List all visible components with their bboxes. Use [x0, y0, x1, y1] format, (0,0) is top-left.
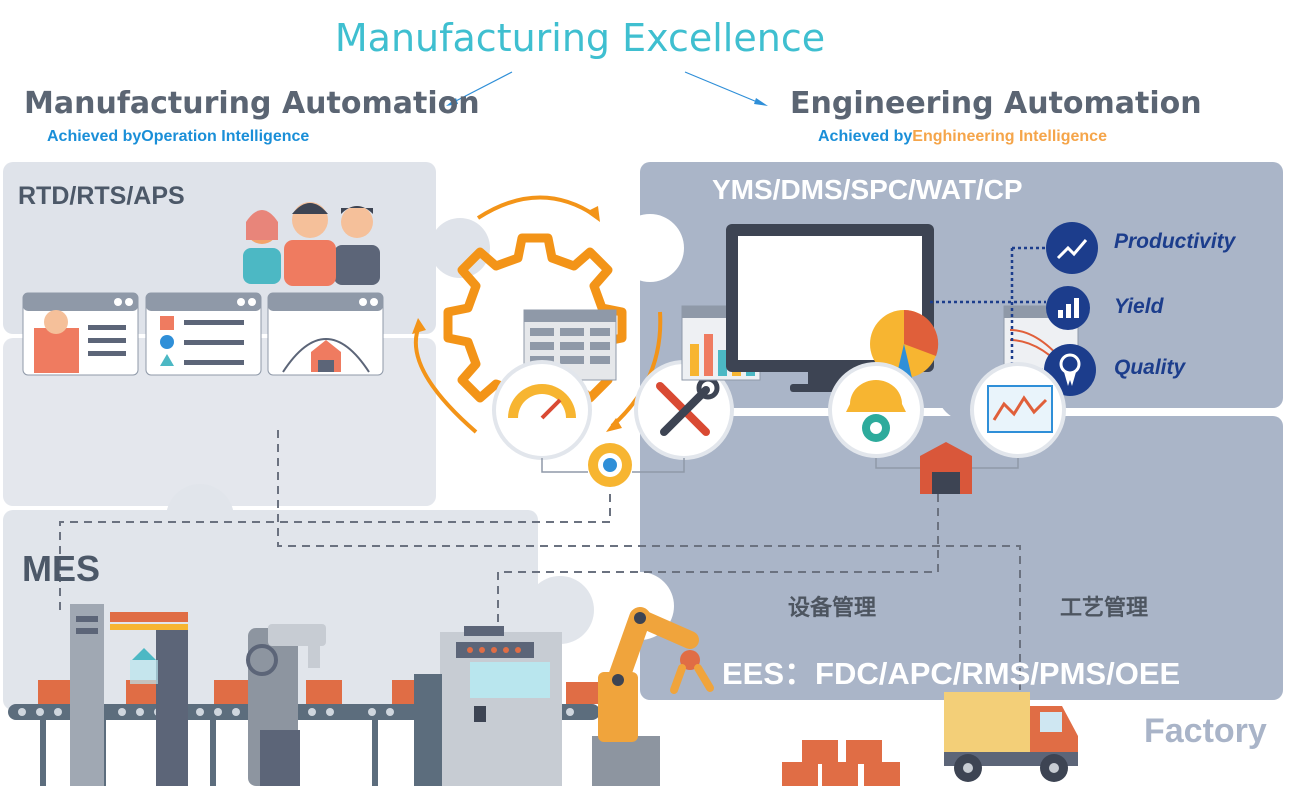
hardhat-gear-icon [828, 362, 924, 458]
machine-3-icon [414, 626, 562, 786]
puzzle-middle-left [3, 338, 436, 506]
page-title: Manufacturing Excellence [334, 16, 826, 60]
subtitle-highlight: Enghineering Intelligence [912, 128, 1107, 145]
cycle-arrow-left [414, 323, 478, 434]
truck-icon [944, 692, 1078, 782]
metric-quality: Quality [1114, 356, 1186, 379]
subtitle-prefix: Achieved by [818, 128, 913, 145]
line-chart-icon [970, 362, 1066, 458]
metric-yield: Yield [1114, 295, 1164, 318]
process-management-label: 工艺管理 [1060, 595, 1149, 620]
yms-label: YMS/DMS/SPC/WAT/CP [712, 174, 1023, 205]
cycle-arrow-top [476, 195, 598, 220]
conveyor-box-icon [38, 680, 598, 704]
window-card-icon [22, 292, 384, 376]
pie-chart-icon [870, 309, 939, 379]
manufacturing-automation-title: Manufacturing Automation [24, 86, 480, 121]
people-icon [243, 202, 380, 286]
equipment-management-label: 设备管理 [788, 595, 877, 620]
rtd-label: RTD/RTS/APS [18, 182, 185, 210]
metric-productivity: Productivity [1114, 230, 1236, 253]
factory-label: Factory [1144, 712, 1267, 750]
warehouse-icon [920, 442, 972, 494]
robot-arm-icon [592, 607, 714, 786]
small-gear-icon [588, 443, 632, 487]
boxes-icon [782, 740, 900, 786]
gauge-icon [492, 360, 592, 460]
manufacturing-automation-subtitle: Achieved byOperation Intelligence [47, 128, 309, 146]
trend-up-icon [1046, 222, 1098, 274]
ees-label: EES：FDC/APC/RMS/PMS/OEE [722, 656, 1181, 691]
mes-label: MES [22, 548, 101, 589]
subtitle-prefix: Achieved by [47, 128, 142, 145]
engineering-automation-subtitle: Achieved byEnghineering Intelligence [818, 128, 1107, 146]
subtitle-highlight: Operation Intelligence [141, 128, 310, 145]
machine-2-icon [246, 624, 326, 786]
engineering-automation-title: Engineering Automation [790, 86, 1202, 121]
machine-1-icon [70, 604, 188, 786]
bar-metric-icon [1046, 286, 1090, 330]
